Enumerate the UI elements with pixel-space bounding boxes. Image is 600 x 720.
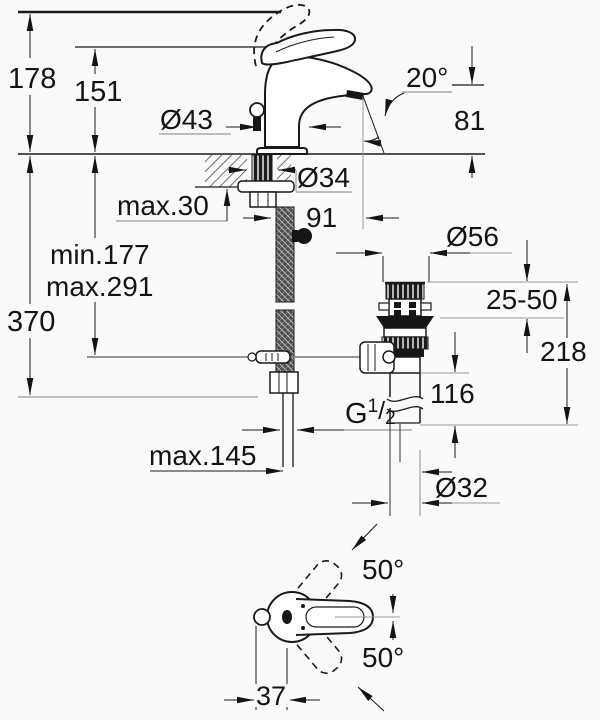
dim-label-50-down: 50° — [362, 642, 404, 673]
mounting-nut — [249, 191, 277, 208]
pipe-break-symbol — [386, 396, 424, 402]
dimension-d43: Ø43 — [159, 104, 341, 135]
dim-label-25-50: 25-50 — [486, 284, 558, 315]
pull-rod-knob — [249, 102, 265, 118]
cartridge-mark — [282, 610, 292, 624]
dim-label-d56: Ø56 — [446, 221, 499, 252]
shutoff-stem — [292, 230, 298, 242]
mounting-flange — [237, 180, 295, 193]
lever-joint-ball — [382, 350, 396, 364]
waste-plug-crown — [385, 283, 425, 300]
dimension-max145: max.145 — [149, 440, 283, 475]
side-view-faucet — [18, 3, 485, 229]
lever-handle — [260, 28, 357, 66]
waste-neck — [388, 298, 422, 317]
dim-label-178: 178 — [8, 63, 56, 95]
dimension-151: 151 — [74, 49, 122, 152]
threaded-shank — [251, 154, 273, 182]
dim-label-37: 37 — [256, 681, 286, 711]
dim-label-min177: min.177 — [50, 239, 150, 270]
dimension-91: 91 — [243, 202, 399, 233]
dimension-218: 218 — [539, 284, 591, 424]
dim-label-50-up: 50° — [362, 554, 404, 585]
dimension-max30: max.30 — [116, 189, 231, 222]
hose-connection-nut — [269, 371, 299, 394]
shutoff-knob — [296, 228, 312, 244]
pop-up-waste-assembly — [359, 256, 434, 516]
dim-label-d43: Ø43 — [160, 104, 213, 135]
spout-angle-reference — [362, 95, 385, 154]
dim-label-151: 151 — [74, 76, 122, 108]
faucet-body-spout — [264, 54, 373, 148]
dim-label-d32: Ø32 — [435, 472, 488, 503]
dim-label-d34: Ø34 — [297, 162, 350, 193]
dim-label-116: 116 — [430, 378, 475, 409]
dimension-d34: Ø34 — [228, 162, 352, 193]
rod-coupling — [255, 350, 291, 364]
angle-leader — [384, 92, 405, 117]
dim-label-20deg: 20° — [406, 62, 448, 93]
dimension-20deg: 20° — [402, 62, 452, 93]
dimension-81: 81 — [452, 46, 485, 178]
handle-raised-position-dashed — [253, 3, 311, 67]
dimension-d56: Ø56 — [336, 221, 512, 257]
aerator-outlet — [346, 90, 364, 100]
dim-label-81: 81 — [454, 105, 485, 136]
dim-label-max291: max.291 — [46, 271, 153, 302]
dimension-116: 116 — [420, 332, 578, 458]
dim-label-max145: max.145 — [149, 440, 256, 471]
dim-label-91: 91 — [306, 202, 337, 233]
waste-flange — [376, 316, 434, 328]
rod-joint-ball — [247, 352, 257, 362]
pull-rod-knob-top — [253, 608, 271, 626]
dimension-370: 370 — [5, 156, 258, 398]
angle-arc — [363, 136, 382, 147]
dimension-25-50: 25-50 — [427, 240, 578, 353]
swing-down-arrow — [357, 686, 385, 712]
flexible-hose-upper — [275, 206, 295, 303]
base-escutcheon — [256, 147, 308, 155]
dimension-d32: Ø32 — [352, 468, 500, 507]
top-view-faucet: 50° 50° 37 — [224, 523, 404, 712]
lever-handle-detail — [275, 36, 335, 53]
dim-label-218: 218 — [540, 336, 587, 367]
dimension-178: 178 — [8, 14, 56, 152]
dimension-min177-max291: min.177 max.291 — [44, 156, 158, 355]
dim-label-370: 370 — [7, 306, 55, 338]
dim-label-max30: max.30 — [117, 190, 209, 221]
swing-up-arrow — [351, 523, 378, 551]
pull-rod-stem — [253, 115, 261, 131]
